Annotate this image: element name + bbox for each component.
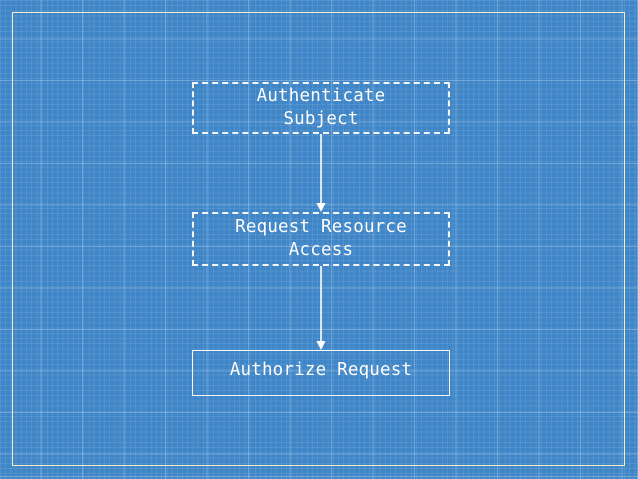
flowchart-node-label: Request Resource Access [235, 216, 407, 262]
flowchart-node-authenticate-subject[interactable]: Authenticate Subject [192, 82, 450, 134]
flowchart-node-label-line-2: Subject [283, 109, 359, 129]
flowchart-node-label: Authorize Request [230, 359, 413, 382]
flowchart-node-label-line-1: Authorize Request [229, 360, 413, 381]
flowchart-node-label: Authenticate Subject [257, 85, 386, 131]
flowchart-node-authorize-request[interactable]: Authorize Request [192, 350, 450, 396]
edge-authenticate-to-request [316, 134, 326, 212]
flowchart-node-label-line-2: Access [288, 240, 354, 260]
flowchart-node-label-line-1: Authenticate [256, 85, 386, 106]
flowchart-node-request-resource-access[interactable]: Request Resource Access [192, 212, 450, 266]
edge-request-to-authorize [316, 266, 326, 350]
flowchart-node-label-line-1: Request Resource [235, 216, 407, 237]
